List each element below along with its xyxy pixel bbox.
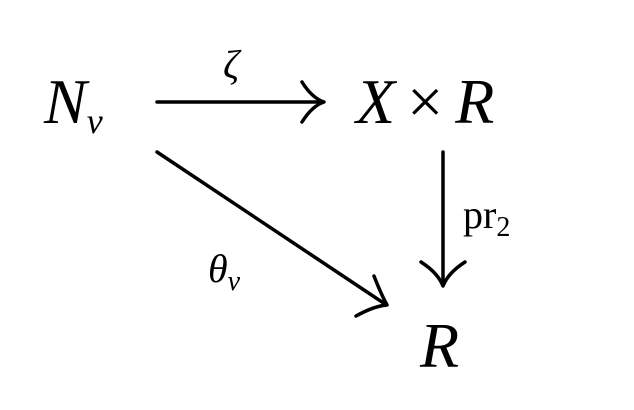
node-product: X×R [353, 66, 494, 137]
arrow-top-head [300, 80, 326, 124]
node-product-operator: × [407, 66, 443, 137]
arrow-diagonal-label: θv [208, 246, 241, 297]
arrow-right-label-subscript: 2 [496, 212, 510, 243]
node-source: Nv [43, 66, 103, 141]
arrow-right-head [419, 260, 467, 288]
arrow-right [419, 150, 467, 288]
node-product-right: R [454, 66, 494, 137]
node-source-main: N [43, 66, 90, 137]
arrow-top-label: ζ [223, 42, 242, 87]
arrow-diagonal-label-subscript: v [228, 266, 241, 297]
arrow-top [155, 80, 326, 124]
arrow-diagonal-label-main: θ [208, 246, 228, 291]
arrow-diagonal [155, 150, 389, 318]
node-target: R [419, 310, 459, 381]
arrow-diagonal-head [354, 274, 389, 318]
arrow-right-label-main: pr [463, 192, 496, 237]
node-product-left: X [353, 66, 398, 137]
arrow-diagonal-shaft [155, 150, 387, 306]
arrow-right-label: pr2 [463, 192, 510, 243]
node-source-subscript: v [87, 101, 103, 141]
